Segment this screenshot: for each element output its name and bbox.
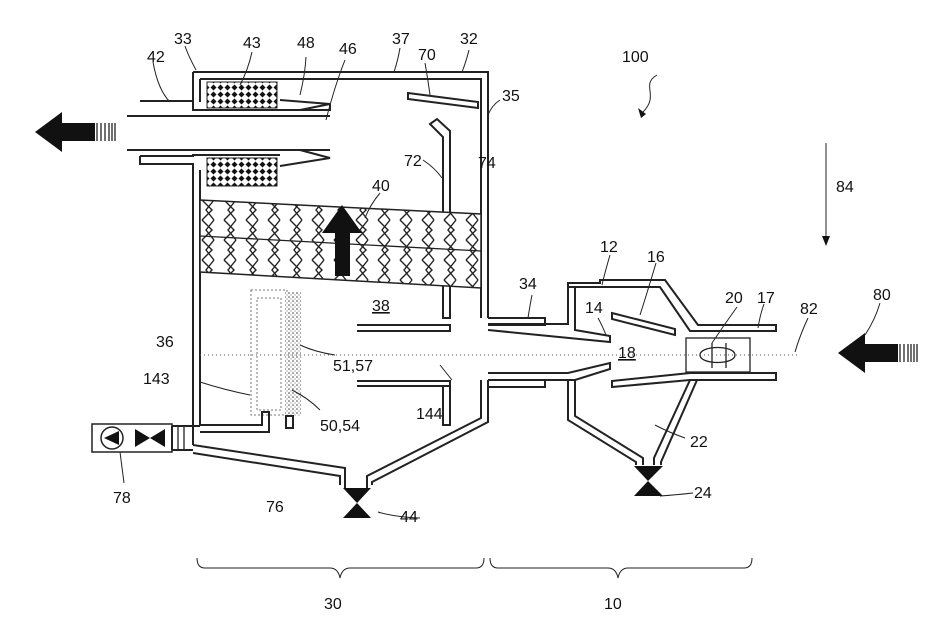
filter-element xyxy=(200,290,301,432)
reference-labels: 100 84 80 82 33 43 48 46 37 32 42 70 35 … xyxy=(113,31,891,613)
label-20: 20 xyxy=(725,290,743,307)
label-50-54: 50,54 xyxy=(320,418,360,435)
reference-arrow-100 xyxy=(638,75,657,118)
exhaust-arrow-tail xyxy=(97,123,115,141)
label-82: 82 xyxy=(800,301,818,318)
label-100: 100 xyxy=(622,49,649,66)
label-38: 38 xyxy=(372,298,390,315)
label-36: 36 xyxy=(156,334,174,351)
label-32: 32 xyxy=(460,31,478,48)
label-78: 78 xyxy=(113,490,131,507)
bracket-10 xyxy=(490,558,752,578)
label-30: 30 xyxy=(324,596,342,613)
label-14: 14 xyxy=(585,300,603,317)
label-51-57: 51,57 xyxy=(333,358,373,375)
label-70: 70 xyxy=(418,47,436,64)
label-37: 37 xyxy=(392,31,410,48)
label-84: 84 xyxy=(836,179,854,196)
arrow-down-icon xyxy=(822,143,830,246)
label-76: 76 xyxy=(266,499,284,516)
label-18: 18 xyxy=(618,345,636,362)
label-33: 33 xyxy=(174,31,192,48)
label-10: 10 xyxy=(604,596,622,613)
valve-icon xyxy=(634,466,663,496)
pump-valve-icon xyxy=(92,424,200,452)
arrow-left-icon xyxy=(838,333,898,373)
label-144: 144 xyxy=(416,406,443,423)
arrow-left-icon xyxy=(35,112,95,152)
valve-icon xyxy=(343,485,371,518)
label-17: 17 xyxy=(757,290,775,307)
label-74: 74 xyxy=(478,155,496,172)
baffle-70 xyxy=(408,93,478,108)
label-24: 24 xyxy=(694,485,712,502)
label-44: 44 xyxy=(400,509,418,526)
filter-media-upper xyxy=(207,82,277,108)
label-43: 43 xyxy=(243,35,261,52)
inlet-arrow-tail xyxy=(900,344,917,362)
label-143: 143 xyxy=(143,371,170,388)
label-22: 22 xyxy=(690,434,708,451)
label-35: 35 xyxy=(502,88,520,105)
label-16: 16 xyxy=(647,249,665,266)
label-40: 40 xyxy=(372,178,390,195)
label-34: 34 xyxy=(519,276,537,293)
label-80: 80 xyxy=(873,287,891,304)
bracket-30 xyxy=(197,558,484,578)
nozzle-20 xyxy=(700,348,735,363)
label-12: 12 xyxy=(600,239,618,256)
label-42: 42 xyxy=(147,49,165,66)
label-72: 72 xyxy=(404,153,422,170)
label-48: 48 xyxy=(297,35,315,52)
label-46: 46 xyxy=(339,41,357,58)
outlet-duct xyxy=(127,82,330,186)
filter-media-lower xyxy=(207,158,277,186)
